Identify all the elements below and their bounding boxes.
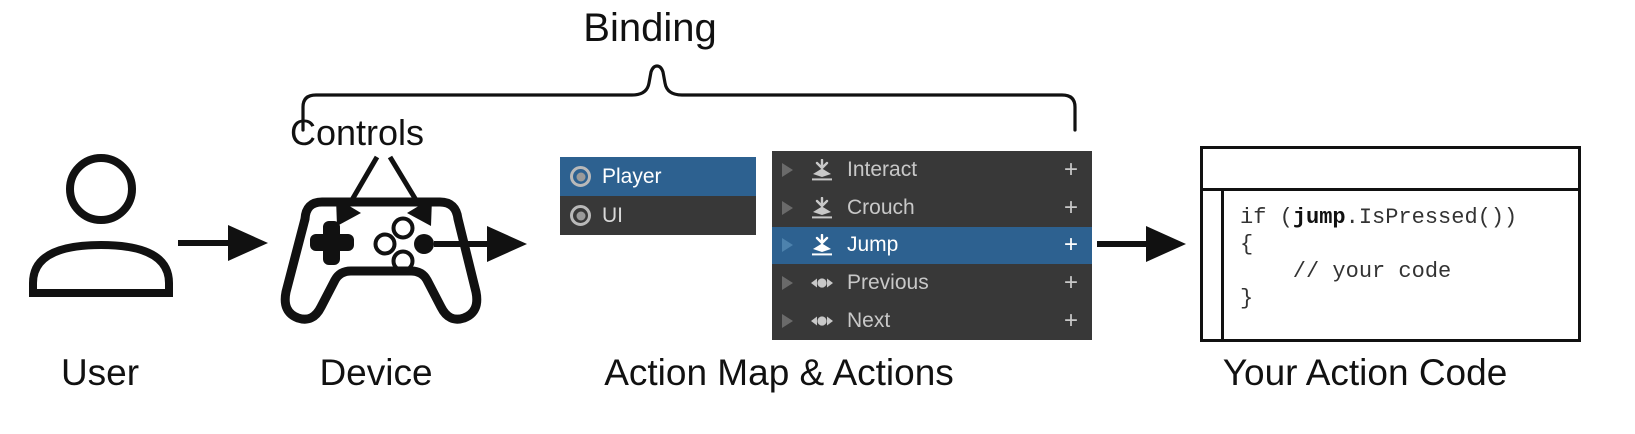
code-line-2: { — [1240, 232, 1254, 257]
code-line-1-pre: if ( — [1240, 205, 1293, 230]
user-icon — [29, 154, 173, 297]
controls-label: Controls — [290, 112, 425, 153]
binding-title: Binding — [583, 6, 717, 50]
code-panel-body: if (jump.IsPressed()) { // your code } — [1203, 191, 1578, 339]
controls-arrow-right — [387, 155, 432, 226]
dpad-icon — [310, 221, 354, 265]
face-button-right-active — [414, 234, 434, 254]
radio-donut-icon — [570, 166, 591, 187]
axis-action-icon — [811, 278, 833, 288]
action-row-interact[interactable]: Interact + — [772, 151, 1092, 189]
button-action-icon — [812, 234, 832, 256]
caption-action-map: Action Map & Actions — [604, 352, 954, 393]
expand-caret-icon[interactable] — [782, 238, 793, 253]
expand-caret-icon[interactable] — [782, 162, 793, 177]
action-label: Interact — [847, 157, 918, 181]
controls-arrow-left — [336, 155, 380, 226]
radio-donut-icon — [570, 205, 591, 226]
code-line-1-bold: jump — [1292, 205, 1346, 230]
gamepad-icon — [280, 197, 482, 324]
add-binding-button[interactable]: + — [1063, 193, 1078, 221]
code-line-1-post: .IsPressed()) — [1345, 205, 1518, 230]
actions-panel: Interact + Crouch + Jump + — [772, 151, 1092, 340]
action-row-crouch[interactable]: Crouch + — [772, 189, 1092, 227]
face-button-bottom — [391, 249, 415, 273]
add-binding-button[interactable]: + — [1063, 155, 1078, 183]
action-map-panel: Player UI — [560, 157, 756, 235]
button-action-icon — [812, 158, 832, 181]
action-map-item-label: UI — [602, 203, 623, 227]
button-action-icon — [812, 196, 832, 219]
code-panel: if (jump.IsPressed()) { // your code } — [1200, 146, 1581, 342]
action-map-item-label: Player — [602, 164, 662, 188]
action-map-item-ui[interactable]: UI — [560, 196, 756, 235]
action-label: Next — [847, 309, 891, 333]
code-panel-header — [1203, 149, 1578, 191]
face-button-top — [391, 216, 415, 240]
add-binding-button[interactable]: + — [1063, 269, 1078, 297]
code-line-4: } — [1240, 286, 1254, 311]
expand-caret-icon[interactable] — [782, 276, 793, 291]
expand-caret-icon[interactable] — [782, 200, 793, 215]
caption-user: User — [60, 352, 140, 393]
action-label: Previous — [847, 271, 929, 295]
add-binding-button[interactable]: + — [1063, 307, 1078, 335]
caption-code: Your Action Code — [1222, 352, 1508, 393]
face-button-left — [373, 232, 397, 256]
expand-caret-icon[interactable] — [782, 314, 793, 329]
arrow-actions-to-code — [1097, 226, 1186, 262]
action-map-item-player[interactable]: Player — [560, 157, 756, 196]
action-row-next[interactable]: Next + — [772, 302, 1092, 340]
action-label: Jump — [847, 233, 899, 257]
code-gutter — [1203, 191, 1224, 339]
arrow-device-to-actionmap — [434, 226, 527, 262]
arrow-user-to-device — [178, 225, 268, 261]
code-line-3: // your code — [1240, 259, 1452, 284]
caption-device: Device — [319, 352, 433, 393]
axis-action-icon — [811, 316, 833, 326]
add-binding-button[interactable]: + — [1063, 231, 1078, 259]
action-row-jump[interactable]: Jump + — [772, 226, 1092, 265]
code-editor-text[interactable]: if (jump.IsPressed()) { // your code } — [1224, 191, 1578, 339]
action-row-previous[interactable]: Previous + — [772, 264, 1092, 302]
action-label: Crouch — [847, 195, 915, 219]
